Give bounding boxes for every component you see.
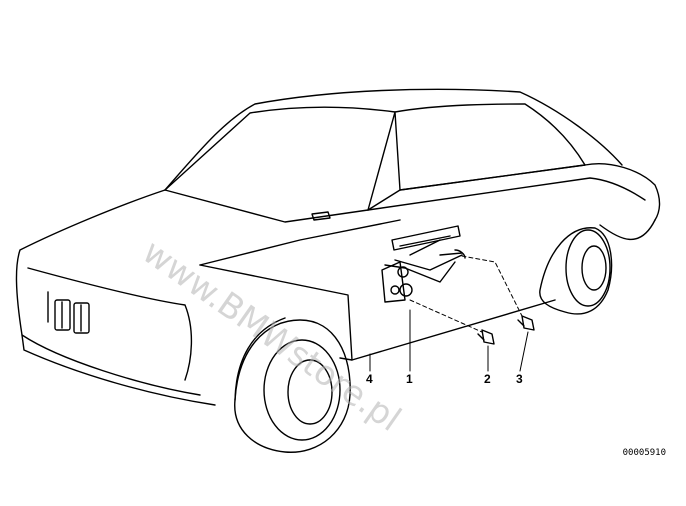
rear-wheel (539, 227, 613, 315)
callout-3: 3 (516, 372, 523, 386)
car-body (15, 88, 661, 406)
callout-2: 2 (484, 372, 491, 386)
callout-4: 4 (366, 372, 373, 386)
front-wheel (234, 317, 351, 453)
screw-part-3 (517, 315, 535, 331)
car-window-regulator-diagram (15, 88, 661, 453)
callout-leaders (369, 309, 529, 372)
part-number: 00005910 (622, 448, 666, 458)
callout-1: 1 (406, 372, 413, 386)
screw-part-2 (477, 329, 495, 345)
window-regulator (381, 225, 466, 303)
dashed-leaders (409, 255, 523, 333)
